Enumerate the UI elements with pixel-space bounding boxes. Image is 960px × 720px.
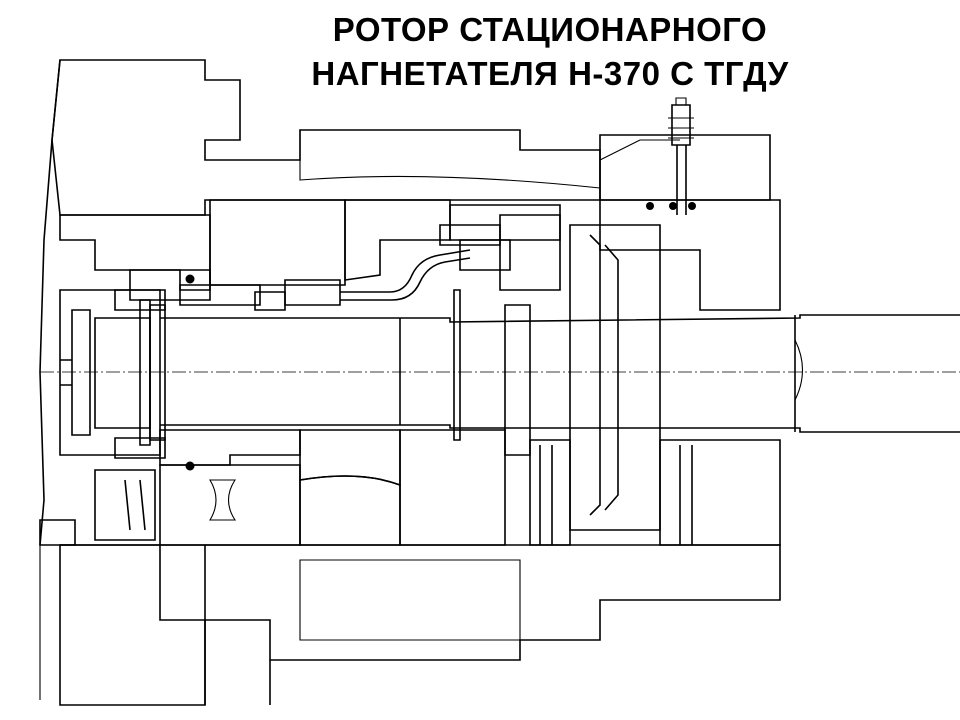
coupling-assembly: [59, 289, 166, 459]
lower-casing: [39, 519, 781, 706]
o-rings: [185, 202, 696, 471]
rotor-shaft: [40, 314, 960, 433]
drawing-title: РОТОР СТАЦИОНАРНОГО НАГНЕТАТЕЛЯ Н-370 С …: [230, 8, 870, 96]
fitting-top-right: [668, 97, 694, 215]
oil-pipe: [254, 214, 561, 311]
outer-boundary: [39, 139, 53, 700]
title-line-2: НАГНЕТАТЕЛЯ Н-370 С ТГДУ: [311, 55, 789, 92]
upper-seal-housing: [59, 199, 781, 311]
lower-seal-housing: [94, 429, 781, 546]
title-line-1: РОТОР СТАЦИОНАРНОГО: [332, 11, 768, 48]
